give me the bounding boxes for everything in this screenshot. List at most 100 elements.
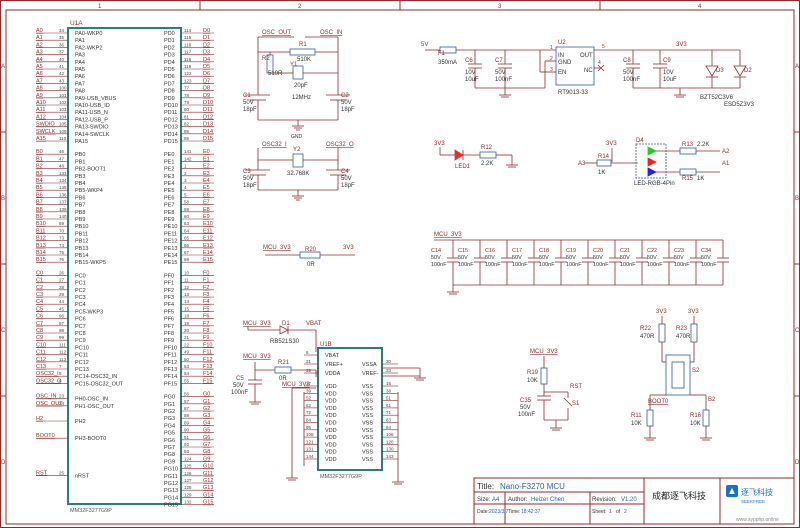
u1b-left-pin-name: VDD [325,457,337,463]
mcu-left-pin-number: 35 [59,35,65,40]
d3-refdes: D3 [716,68,724,74]
mcu-left-net: A3 [36,50,43,56]
c6-refdes: C6 [465,58,473,64]
u1b-right-pin-name: VSS [362,428,373,434]
mcu-left-net: C5 [36,306,43,312]
time-label: Time: [508,509,520,515]
mcu-right-pin-number: 20 [184,328,190,333]
u1b-right-pin-name: VSS [362,421,373,427]
mcu-right-pin-name: PG2 [164,409,175,415]
c1-value: 18pF [243,107,257,113]
decap-refdes: C17 [512,248,522,254]
r22-value: 470R [640,334,655,340]
u1b-right-pin-number: 71 [386,410,392,415]
mcu-right-pin-number: 125 [184,464,192,469]
u1b-right-pin-name: VSS [362,399,373,405]
mcu-left-pin-name: PA1 [75,38,85,44]
mcu-left-pin-name: PC2 [75,288,86,294]
mcu-left-pin-number: 45 [59,306,65,311]
decap-voltage: 50V [539,255,549,261]
power-3v3-net: 3V3 [676,42,687,48]
c4-refdes: C4 [341,169,349,175]
mcu-left-pin-number: 104 [59,114,67,119]
mcu-left-pin-name: PA10-USB_ID [75,103,110,109]
c3-voltage: 50V [243,176,254,182]
mcu-left-pin-number: 34 [59,28,65,33]
mcu-left-net: OSC_OUT [36,401,63,407]
mcu-left-pin-number: 26 [59,270,65,275]
mcu-right-pin-name: PG3 [164,416,175,422]
mcu-right-net: F7 [203,321,209,327]
decap-voltage: 50V [566,255,576,261]
mcu-left-pin-number: 9 [59,378,62,383]
decap-refdes: C14 [431,248,441,254]
mcu-left-net: B1 [36,156,43,162]
mcu-right-pin-name: PD13 [164,125,178,131]
u1b-left-pin-number: 72 [306,410,312,415]
mcu-left-pin-name: PB10 [75,224,88,230]
mcu-right-net: E11 [203,228,212,234]
mcu-right-net: F2 [203,285,209,291]
mcu-right-net: D7 [203,78,210,84]
mcu-right-net: G10 [203,464,213,470]
mcu-left-net: B13 [36,243,46,249]
mcu-left-net: B4 [36,178,43,184]
a2-net: A2 [722,149,730,155]
decap-value: 100nF [485,262,501,268]
decap-refdes: C20 [593,248,603,254]
title-value: Nano-F3270 MCU [500,482,565,491]
mcu-right-pin-name: PG6 [164,438,175,444]
mcu-left-pin-number: 97 [59,321,65,326]
mcu-right-pin-name: PF5 [164,309,174,315]
title-label: Title: [477,482,494,491]
r20-refdes: R20 [305,247,317,253]
u1b-left-pin-number: 17 [306,381,312,386]
boot-3v3b-net: 3V3 [688,309,699,315]
decap-value: 100nF [539,262,555,268]
c9-value: 10uF [663,77,677,83]
mcu-left-pin-name: PH3-BOOT0 [75,436,106,442]
mcu-right-pin-name: PF13 [164,367,177,373]
decap-voltage: 50V [485,255,495,261]
mcu-right-pin-number: 22 [184,342,190,347]
mcu-left-pin-number: 27 [59,278,65,283]
decap-refdes: C21 [620,248,630,254]
y2-refdes: Y2 [293,147,301,153]
mcu-right-net: G11 [203,471,213,477]
logo-text: 逐飞科技 [741,487,773,497]
c7-value: 100nF [495,77,512,83]
mcu-right-pin-name: PE7 [164,203,174,209]
mcu-right-pin-name: PD0 [164,31,175,37]
r21-value: 0R [279,376,287,382]
mcu-right-pin-name: PD3 [164,53,175,59]
mcu-right-pin-number: 56 [184,392,190,397]
mcu-right-pin-name: PE2 [164,167,174,173]
vdd-mcu3v3-net: MCU_3V3 [282,382,310,388]
mcu-left-net: A6 [36,71,43,77]
decap-voltage: 50V [593,255,603,261]
mcu-left-pin-number: 43 [59,78,65,83]
r14-refdes: R14 [598,154,610,160]
mcu-right-pin-number: 86 [184,136,190,141]
mcu-right-pin-name: PD2 [164,45,175,51]
mcu-right-net: G1 [203,399,210,405]
mcu-left-pin-name: PB15-WKP5 [75,260,106,266]
mcu-left-pin-number: 137 [59,200,67,205]
mcu-left-pin-name: PB12 [75,239,88,245]
company-name: 成都逐飞科技 [652,490,706,501]
mcu-right-pin-number: 54 [184,371,190,376]
u1b-left-pin-number: 62 [306,403,312,408]
c35-value: 100nF [518,412,535,418]
boot-3v3a-net: 3V3 [656,309,667,315]
mcu-right-pin-name: PF3 [164,295,174,301]
mcu-right-pin-number: 53 [184,364,190,369]
decap-value: 100nF [620,262,636,268]
c5-refdes: C5 [236,376,244,382]
author-value: Heizer Chen [531,497,564,503]
mcu-left-net: B6 [36,192,43,198]
mcu-left-pin-name: PA4 [75,60,85,66]
mcu-right-pin-name: PD9 [164,96,175,102]
mcu-left-pin-name: PB7 [75,203,85,209]
mcu-right-pin-number: 18 [184,314,190,319]
